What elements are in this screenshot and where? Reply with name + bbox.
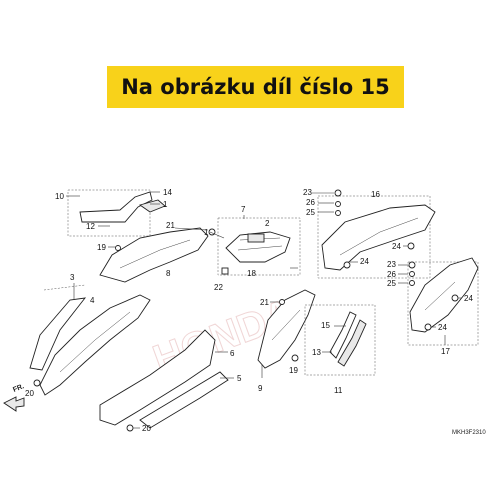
- callout-24c: 24: [464, 294, 473, 303]
- part-6-cover-left: [39, 294, 151, 396]
- part-24a: [407, 242, 415, 250]
- callout-3: 3: [70, 273, 75, 282]
- callout-10: 10: [55, 192, 64, 201]
- fastener-20a: [33, 379, 41, 387]
- callout-12: 12: [86, 222, 95, 231]
- callout-22: 22: [214, 283, 223, 292]
- callout-4: 4: [90, 296, 95, 305]
- part-26b: [409, 271, 415, 277]
- callout-20b: 20: [142, 424, 151, 433]
- part-25b: [409, 280, 415, 286]
- part-24c: [451, 294, 459, 302]
- callout-25a: 25: [306, 208, 315, 217]
- callout-18: 18: [247, 269, 256, 278]
- part-4-rail: [29, 297, 87, 371]
- front-label: FR.: [12, 383, 25, 394]
- part-2-clip: [247, 233, 265, 243]
- callout-19a: 19: [97, 243, 106, 252]
- callout-24a: 24: [392, 242, 401, 251]
- callout-24d: 24: [438, 323, 447, 332]
- part-24b: [343, 261, 351, 269]
- callout-16: 16: [371, 190, 380, 199]
- callout-21a: 21: [166, 221, 175, 230]
- banner-text: Na obrázku díl číslo 15: [121, 75, 390, 99]
- title-banner: Na obrázku díl číslo 15: [107, 66, 404, 108]
- fastener-20b: [126, 424, 134, 432]
- callout-7: 7: [241, 205, 246, 214]
- part-22-nut: [221, 267, 229, 275]
- callout-26a: 26: [306, 198, 315, 207]
- callout-20a: 20: [25, 389, 34, 398]
- fastener-21b: [279, 299, 285, 305]
- fastener-19b: [291, 354, 299, 362]
- part-16-cover: [321, 204, 436, 271]
- callout-1a: 1: [163, 200, 168, 209]
- callout-6: 6: [230, 349, 235, 358]
- callout-24b: 24: [360, 257, 369, 266]
- callout-2: 2: [265, 219, 270, 228]
- group-17-frame: [407, 261, 479, 346]
- part-9-center: [257, 289, 316, 369]
- callout-26b: 26: [387, 270, 396, 279]
- callout-11: 11: [334, 386, 343, 395]
- group-16-frame: [317, 195, 431, 279]
- part-26a: [335, 201, 341, 207]
- part-5-strip: [139, 371, 229, 429]
- part-24d: [424, 323, 432, 331]
- callout-23b: 23: [387, 260, 396, 269]
- part-18-bracket: [225, 231, 291, 263]
- callout-5: 5: [237, 374, 242, 383]
- callout-9: 9: [258, 384, 263, 393]
- front-arrow-icon: [3, 396, 25, 412]
- part-13-trim: [329, 311, 357, 359]
- callout-25b: 25: [387, 279, 396, 288]
- callout-8: 8: [166, 269, 171, 278]
- part-14-cap: [138, 199, 166, 213]
- callout-13: 13: [312, 348, 321, 357]
- part-15-trim: [337, 319, 367, 367]
- callout-21b: 21: [260, 298, 269, 307]
- part-12-strip: [79, 191, 153, 223]
- callout-15: 15: [321, 321, 330, 330]
- part-8-inner-cover: [99, 227, 209, 283]
- part-17-cover: [409, 257, 479, 333]
- part-25a: [335, 210, 341, 216]
- group-11-frame: [304, 304, 376, 376]
- part-23a: [334, 189, 342, 197]
- fastener-21a: [208, 228, 216, 236]
- callout-14: 14: [163, 188, 172, 197]
- diagram-code: MKH3F2310: [452, 430, 486, 436]
- part-6-cover-lower: [99, 329, 216, 426]
- callout-19b: 19: [289, 366, 298, 375]
- part-23b: [408, 261, 416, 269]
- callout-1b: 1: [204, 228, 209, 237]
- fastener-19a: [115, 245, 121, 251]
- callout-23a: 23: [303, 188, 312, 197]
- callout-17: 17: [441, 347, 450, 356]
- group-7-frame: [217, 217, 301, 276]
